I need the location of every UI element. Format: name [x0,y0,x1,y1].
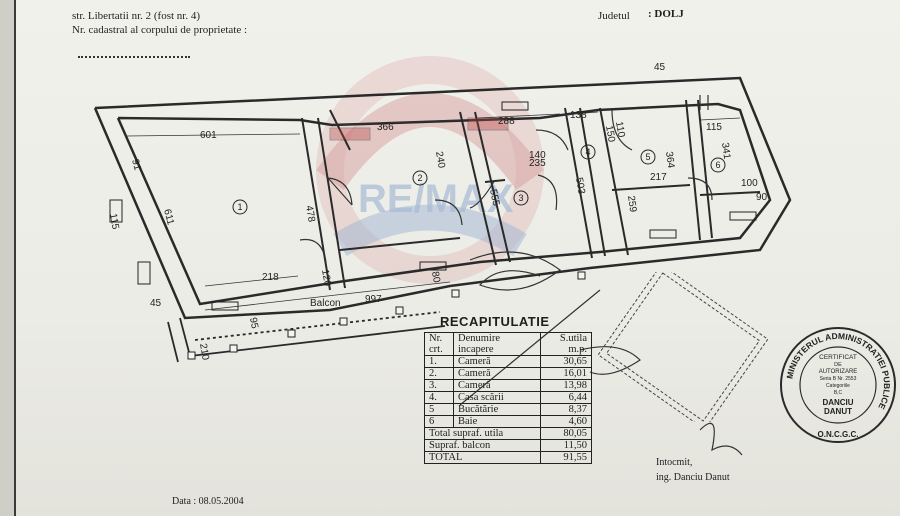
dimension-label: 150 [603,125,617,144]
dimension-label: 115 [107,213,121,231]
room-number: 6 [715,160,720,170]
dimension-label: 478 [303,205,317,224]
svg-text:AUTORIZARE: AUTORIZARE [819,369,858,375]
author-label: Intocmit, [656,457,693,468]
dimension-label: 45 [654,62,666,73]
dotted-line [78,56,190,58]
dimension-label: 288 [498,116,515,127]
dimension-label: 138 [570,110,587,121]
address-line: str. Libertatii nr. 2 (fost nr. 4) [72,10,201,22]
room-number: 1 [237,202,242,212]
svg-text:DE: DE [834,362,842,368]
dimension-label: 91 [129,158,143,172]
room-number: 4 [585,147,590,157]
county-value: : DOLJ [648,8,684,20]
room-number: 5 [645,152,650,162]
dimension-label: 259 [625,195,638,213]
dimension-label: 240 [433,151,447,170]
total-row: Supraf. balcon 11,50 [424,439,592,452]
table-row: 3. Cameră 13,98 [424,379,592,392]
dimension-label: 366 [377,122,394,133]
total-row: TOTAL 91,55 [424,451,592,464]
total-row: Total supraf. utila 80,05 [424,427,592,440]
table-row: 4. Casa scării 6,44 [424,391,592,404]
table-row: 2. Cameră 16,01 [424,367,592,380]
dimension-label: 997 [365,294,382,305]
certification-stamp-rect [597,272,769,422]
table-row: 1. Cameră 30,65 [424,355,592,368]
county-label: Judetul [598,10,630,22]
svg-text:B,C: B,C [834,390,843,396]
page-border [14,0,16,516]
dimension-label: 100 [741,178,758,189]
dimension-label: 555 [487,188,501,207]
svg-text:Categoriile: Categoriile [826,383,850,389]
svg-text:CERTIFICAT: CERTIFICAT [819,354,857,361]
dimension-label: 45 [150,298,162,309]
dimension-label: 115 [706,122,722,133]
dimension-label: 80 [429,271,442,284]
dimension-label: 90 [756,192,768,203]
room-number: 3 [518,193,523,203]
svg-text:Seria B Nr. 2553: Seria B Nr. 2553 [820,376,857,382]
header-nr: Nr.crt. [424,332,454,356]
dimension-label: 235 [529,158,546,169]
table-row: 5 Bucătărie 8,37 [424,403,592,416]
svg-text:O.N.C.G.C.: O.N.C.G.C. [818,430,859,439]
svg-text:DANUT: DANUT [824,407,852,416]
dimension-label: 601 [200,130,217,141]
dimension-label: 140 [529,150,546,161]
recap-title: RECAPITULATIE [440,314,550,329]
dimension-label: 120 [319,269,333,288]
dimension-label: 110 [613,121,627,139]
dimension-label: 341 [719,142,732,160]
dimension-label: 95 [247,317,260,330]
cadastral-line: Nr. cadastral al corpului de proprietate… [72,24,248,36]
document-date: Data : 08.05.2004 [172,496,244,507]
dimension-label: 217 [650,172,667,183]
author-name: ing. Danciu Danut [656,472,730,483]
author-block: Intocmit, ing. Danciu Danut [656,455,730,485]
watermark-text: RE/MAX [358,177,514,221]
page-edge [0,0,14,516]
svg-text:DANCIU: DANCIU [822,398,853,407]
dimension-label: 503 [573,177,587,196]
balcony-label: Balcon [310,298,341,309]
room-number: 2 [417,173,422,183]
dimension-label: 364 [663,151,676,169]
table-row: 6 Baie 4,60 [424,415,592,428]
dimension-label: 210 [197,343,211,362]
official-seal: MINISTERUL ADMINISTRATIEI PUBLICE CERTIF… [780,327,896,443]
dimension-label: 218 [262,272,279,283]
dimension-label: 611 [161,208,176,227]
